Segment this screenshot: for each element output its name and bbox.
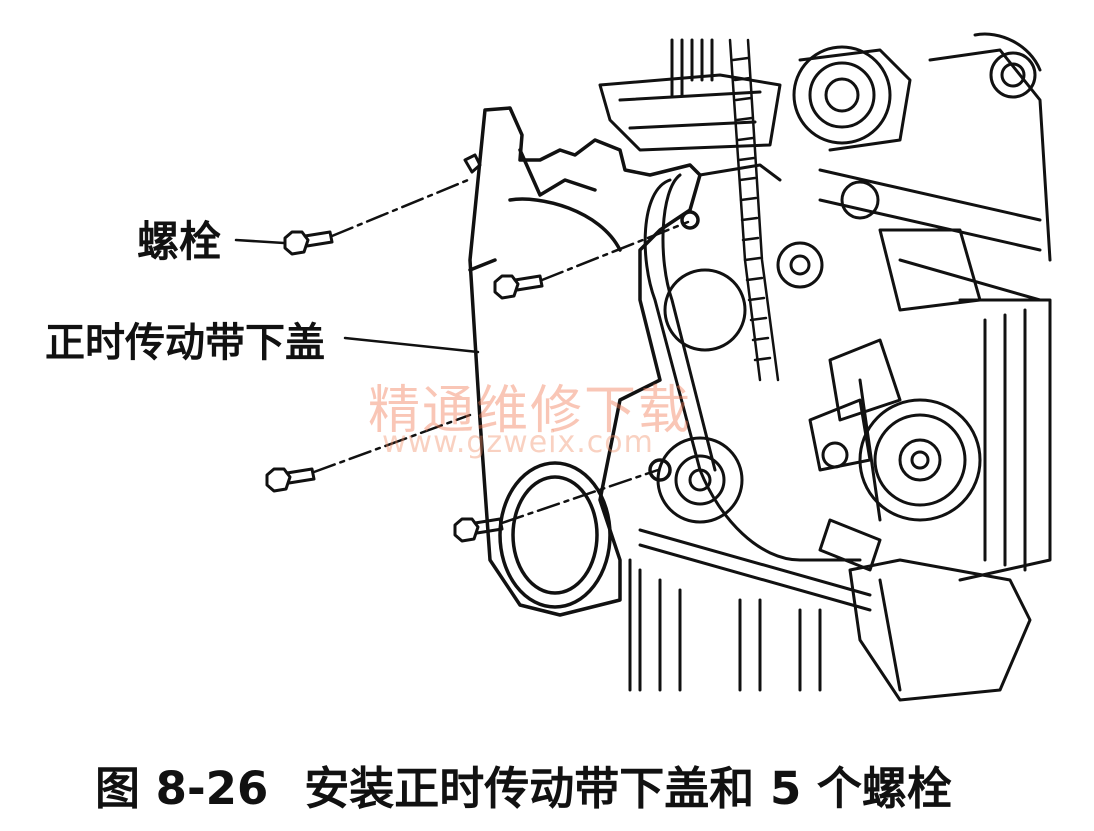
engine-right-details [808, 168, 1042, 472]
label-lower-cover: 正时传动带下盖 [45, 320, 325, 366]
bolt-alignment-lines [312, 178, 690, 525]
timing-belt-lower-cover [468, 106, 702, 617]
drive-belt [638, 163, 872, 612]
bolt-5 [463, 153, 482, 174]
tensioner-pulley [792, 32, 1052, 262]
label-leader-lines [234, 238, 480, 354]
alternator [858, 298, 1052, 582]
upper-bracket [598, 73, 782, 152]
bolt-2 [493, 274, 544, 300]
engine-block-lines [628, 38, 822, 692]
watermark-chinese: 精通维修下载 [368, 381, 693, 441]
bolt-3 [265, 467, 316, 493]
label-bolt: 螺栓 [137, 217, 222, 266]
figure-title: 安装正时传动带下盖和 5 个螺栓 [304, 762, 952, 815]
crankshaft-gear [656, 241, 824, 524]
timing-belt [728, 38, 780, 382]
bolt-1 [283, 230, 334, 256]
figure-number: 图 8-26 [95, 762, 269, 815]
lower-right-housing [818, 518, 1032, 702]
figure-caption: 图 8-26 安装正时传动带下盖和 5 个螺栓 [95, 752, 952, 817]
watermark-url: www.gzweix.com [382, 425, 654, 460]
bolt-4 [453, 517, 504, 543]
